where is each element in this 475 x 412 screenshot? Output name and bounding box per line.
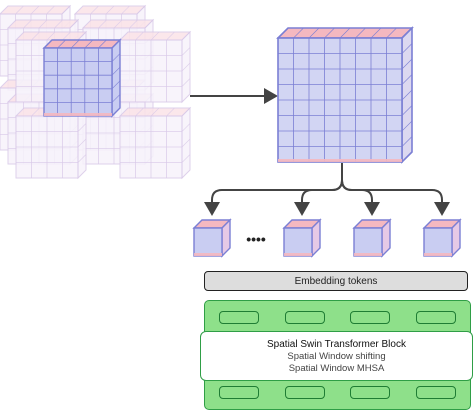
selected-window-cube-icon [42,38,122,118]
patch-cube-icon [282,218,322,258]
swin-block-line-mhsa: Spatial Window MHSA [288,362,385,374]
selected-window-cube [42,38,122,118]
gridded-volume-cube-icon [276,26,414,164]
token-box [284,311,325,324]
ellipsis-dots: •••• [246,231,266,247]
patch-cube-icon [192,218,232,258]
token-row-top [219,311,456,324]
gridded-volume-cube-icon [276,26,414,164]
stacked-volume-cubes-icon [14,106,88,180]
token-box [415,311,456,324]
token-box [350,311,391,324]
embedding-tokens-bar: Embedding tokens [204,271,468,291]
token-row-bottom [219,386,456,399]
token-box [284,386,325,399]
embedding-tokens-label: Embedding tokens [294,275,378,287]
patch-cubes [192,218,462,258]
token-box [219,311,259,324]
swin-block-card: Spatial Swin Transformer Block Spatial W… [200,331,473,381]
patch-branch-arrows [204,163,450,216]
stacked-volume-cubes-icon [118,30,192,104]
stacked-volume-cubes-icon [118,106,192,180]
swin-block-title: Spatial Swin Transformer Block [267,338,406,350]
swin-block-line-shifting: Spatial Window shifting [287,350,386,362]
token-box [350,386,391,399]
token-box [219,386,259,399]
patch-cube-icon [422,218,462,258]
patch-cube-icon [352,218,392,258]
token-box [415,386,456,399]
